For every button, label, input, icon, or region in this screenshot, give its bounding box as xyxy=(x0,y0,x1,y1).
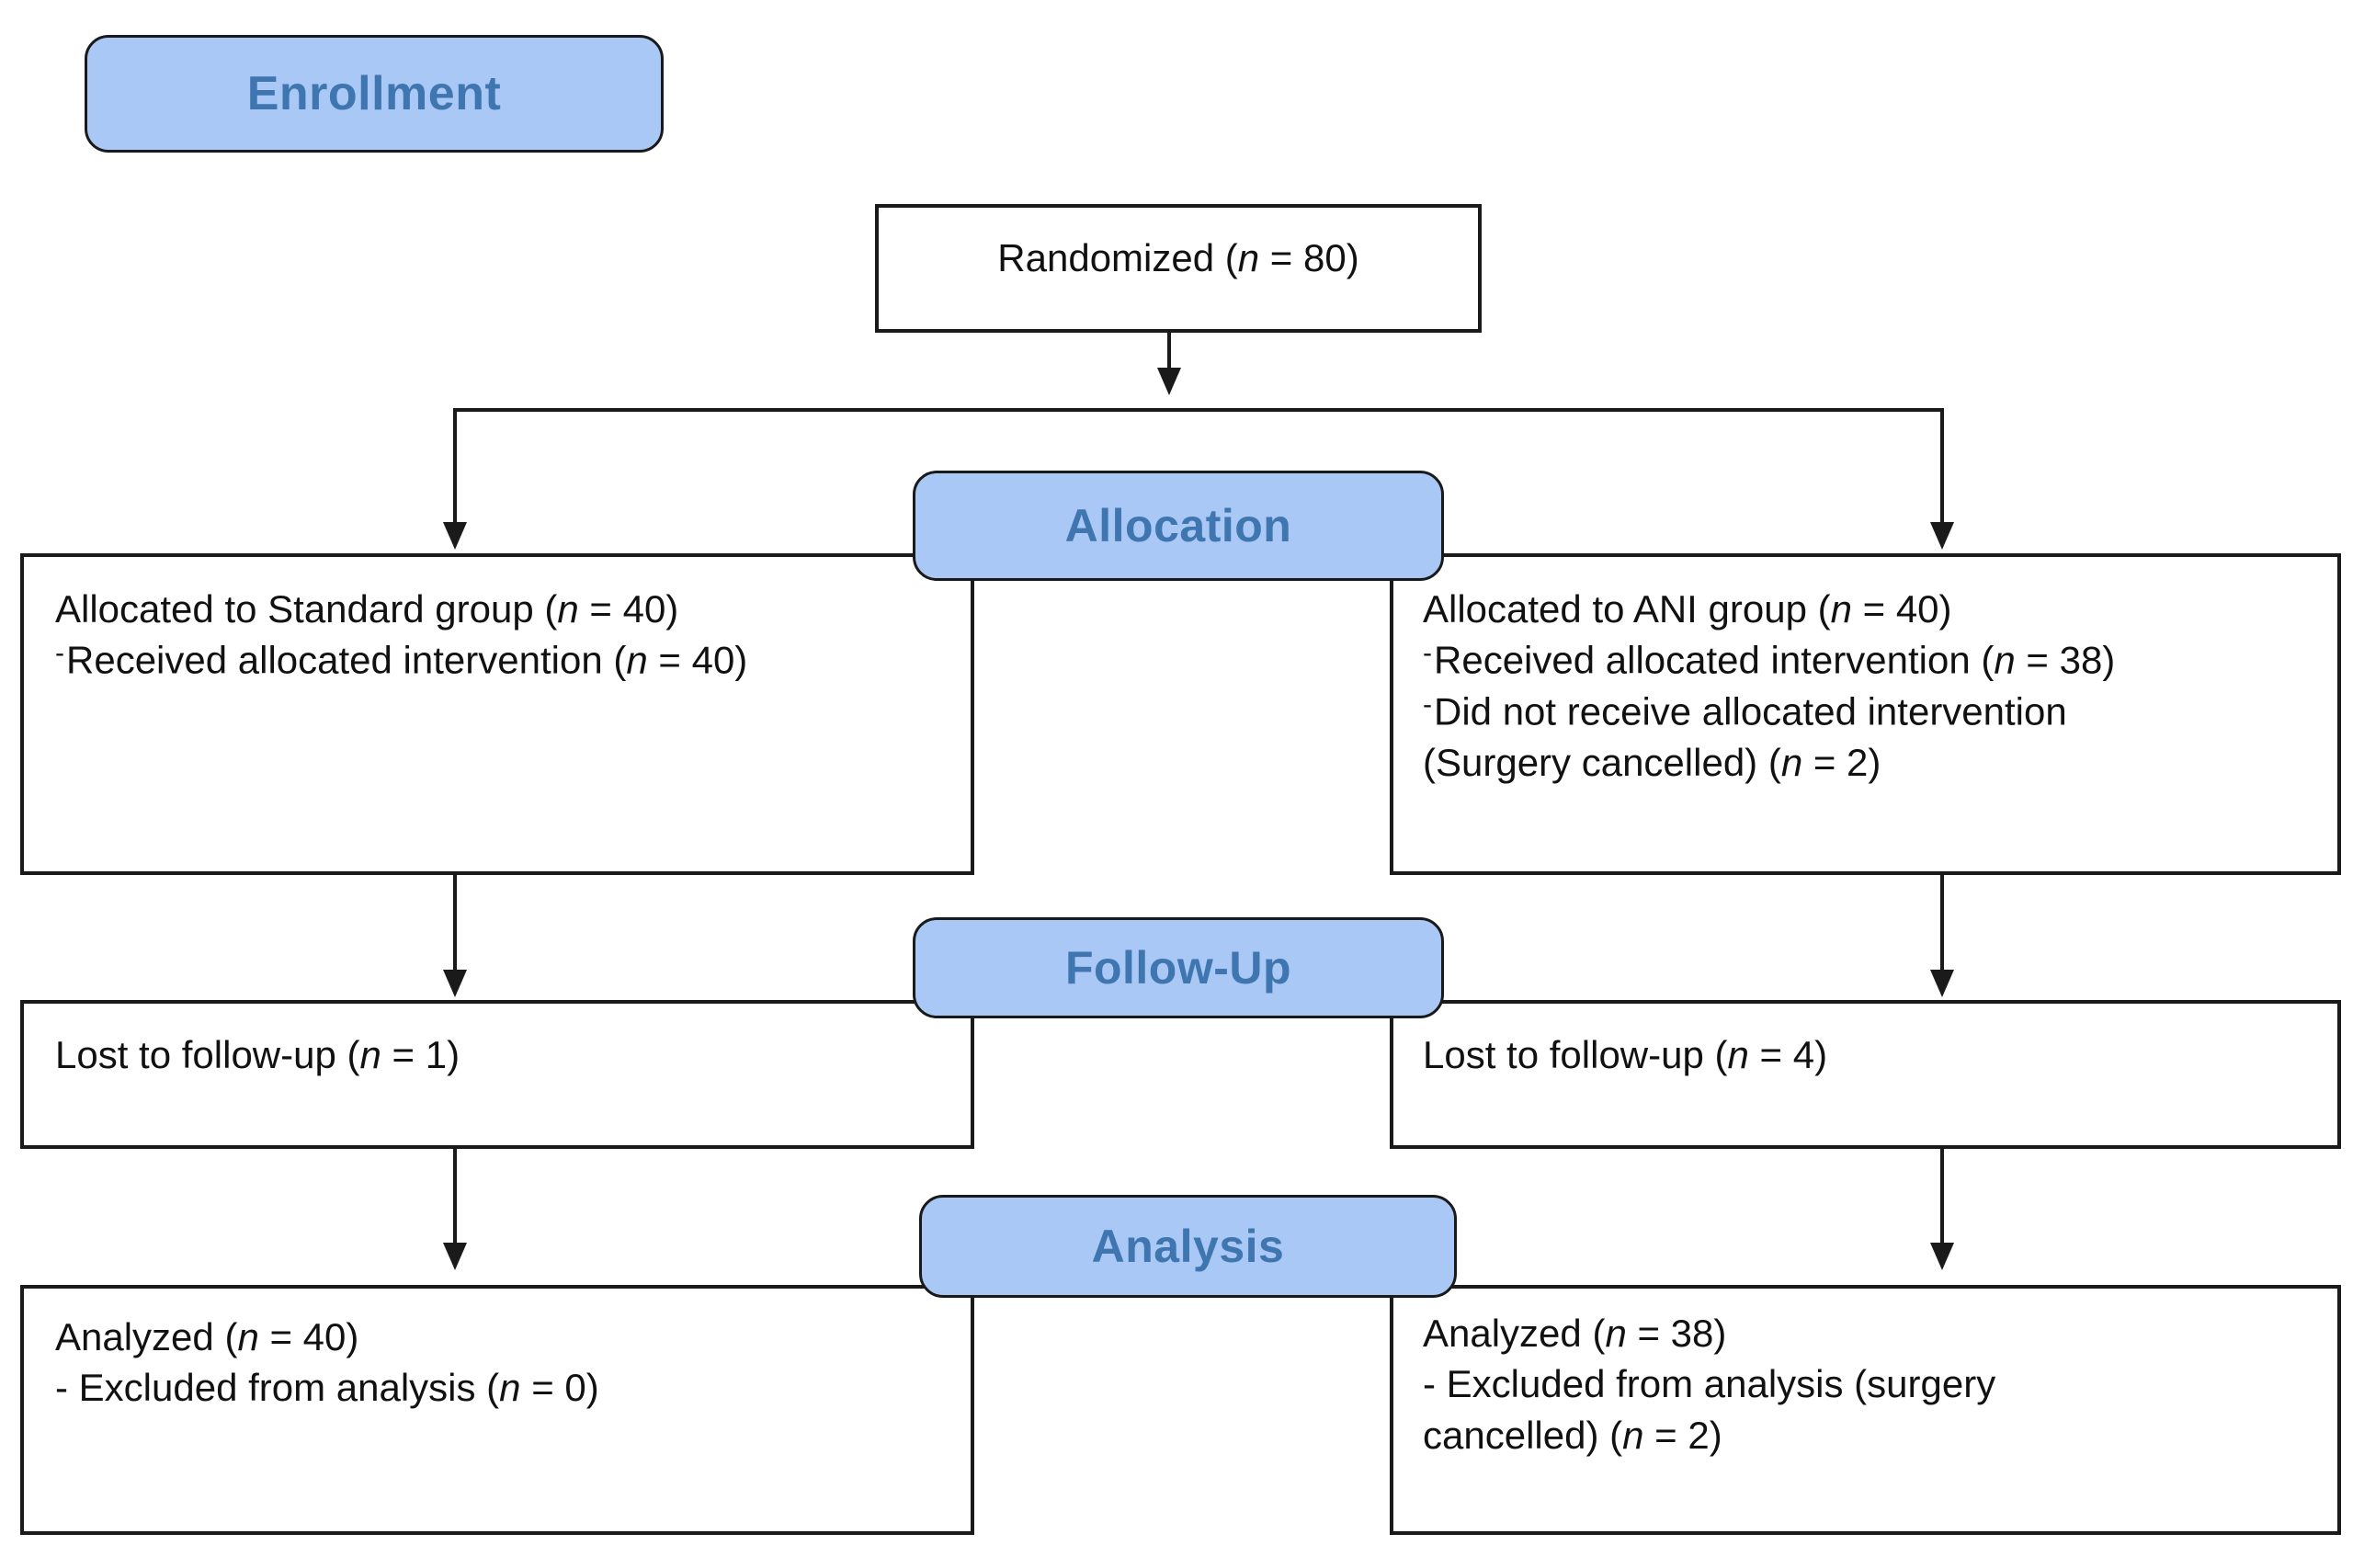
analysis-right-line3-b: = 2) xyxy=(1643,1413,1722,1457)
connector-followup-to-analysis-right xyxy=(1940,1149,1944,1250)
allocation-right-line4: (Surgery cancelled) (n = 2) xyxy=(1423,742,2115,783)
followup-left-text: Lost to follow-up (n = 1) xyxy=(55,1034,460,1085)
stage-label-followup: Follow-Up xyxy=(913,917,1444,1018)
followup-right-line1-n: n xyxy=(1727,1033,1749,1076)
allocation-left-line2-n: n xyxy=(626,638,648,682)
analysis-right-text: Analyzed (n = 38) - Excluded from analys… xyxy=(1423,1312,1995,1465)
analysis-left-line2-b: = 0) xyxy=(520,1366,599,1410)
arrowhead-allocation-left xyxy=(443,522,467,550)
analysis-right-box xyxy=(1390,1285,2341,1535)
connector-split-right-drop xyxy=(1940,408,1944,528)
analysis-left-line2-n: n xyxy=(499,1366,521,1410)
allocation-left-line1: Allocated to Standard group (n = 40) xyxy=(55,588,747,630)
allocation-right-line4-a: (Surgery cancelled) ( xyxy=(1423,741,1781,785)
randomized-prefix: Randomized ( xyxy=(997,236,1238,279)
followup-left-line1: Lost to follow-up (n = 1) xyxy=(55,1034,460,1075)
analysis-left-line1-b: = 40) xyxy=(258,1315,359,1358)
allocation-left-text: Allocated to Standard group (n = 40) -Re… xyxy=(55,588,747,690)
analysis-left-line1-a: Analyzed ( xyxy=(55,1315,238,1358)
followup-right-text: Lost to follow-up (n = 4) xyxy=(1423,1034,1827,1085)
connector-alloc-to-followup-left xyxy=(453,875,457,976)
stage-label-allocation-text: Allocation xyxy=(1064,500,1292,551)
allocation-right-line1-a: Allocated to ANI group ( xyxy=(1423,587,1831,631)
allocation-right-box xyxy=(1390,553,2341,875)
allocation-right-line2-n: n xyxy=(1994,638,2016,682)
stage-label-followup-text: Follow-Up xyxy=(1064,942,1292,994)
analysis-right-line3: cancelled) (n = 2) xyxy=(1423,1415,1995,1456)
analysis-left-text: Analyzed (n = 40) - Excluded from analys… xyxy=(55,1316,599,1418)
analysis-left-box xyxy=(20,1285,974,1535)
stage-label-enrollment-text: Enrollment xyxy=(246,67,502,120)
followup-right-line1-a: Lost to follow-up ( xyxy=(1423,1033,1728,1076)
allocation-left-line2: -Received allocated intervention (n = 40… xyxy=(55,638,748,682)
analysis-left-line1: Analyzed (n = 40) xyxy=(55,1316,599,1358)
connector-split-bus xyxy=(453,408,1944,412)
analysis-right-line1-b: = 38) xyxy=(1626,1312,1727,1355)
allocation-right-line2-a: Received allocated intervention ( xyxy=(1434,638,1995,682)
bullet-dash-icon: - xyxy=(55,638,64,669)
followup-left-box xyxy=(20,1000,974,1149)
randomized-box xyxy=(875,204,1482,333)
stage-label-enrollment: Enrollment xyxy=(85,35,664,153)
stage-label-analysis: Analysis xyxy=(919,1195,1457,1298)
followup-right-line1: Lost to follow-up (n = 4) xyxy=(1423,1034,1827,1075)
allocation-right-line2: -Received allocated intervention (n = 38… xyxy=(1423,638,2116,682)
analysis-right-line3-a: cancelled) ( xyxy=(1423,1413,1623,1457)
allocation-left-line1-n: n xyxy=(557,587,579,631)
analysis-left-line2-a: - Excluded from analysis ( xyxy=(55,1366,500,1410)
analysis-right-line3-n: n xyxy=(1622,1413,1644,1457)
allocation-right-text: Allocated to ANI group (n = 40) -Receive… xyxy=(1423,588,2115,793)
connector-split-left-drop xyxy=(453,408,457,528)
analysis-left-line1-n: n xyxy=(237,1315,259,1358)
bullet-dash-icon: - xyxy=(1423,689,1432,721)
bullet-dash-icon: - xyxy=(1423,638,1432,669)
connector-followup-to-analysis-left xyxy=(453,1149,457,1250)
analysis-left-line2: - Excluded from analysis (n = 0) xyxy=(55,1367,599,1408)
followup-right-line1-b: = 4) xyxy=(1748,1033,1828,1076)
allocation-left-line2-a: Received allocated intervention ( xyxy=(66,638,627,682)
randomized-text: Randomized (n = 80) xyxy=(875,237,1482,288)
allocation-right-line2-b: = 38) xyxy=(2015,638,2116,682)
arrowhead-analysis-right xyxy=(1930,1243,1954,1270)
arrowhead-allocation-right xyxy=(1930,522,1954,550)
followup-left-line1-n: n xyxy=(359,1033,381,1076)
allocation-right-line1: Allocated to ANI group (n = 40) xyxy=(1423,588,2115,630)
followup-left-line1-a: Lost to follow-up ( xyxy=(55,1033,360,1076)
allocation-left-line2-b: = 40) xyxy=(647,638,748,682)
analysis-right-line1-n: n xyxy=(1605,1312,1627,1355)
connector-alloc-to-followup-right xyxy=(1940,875,1944,976)
analysis-right-line1-a: Analyzed ( xyxy=(1423,1312,1606,1355)
allocation-left-line1-b: = 40) xyxy=(578,587,679,631)
randomized-n-symbol: n xyxy=(1237,236,1260,279)
followup-right-box xyxy=(1390,1000,2341,1149)
arrowhead-analysis-left xyxy=(443,1243,467,1270)
stage-label-allocation: Allocation xyxy=(913,471,1444,581)
connector-randomized-stem xyxy=(1167,333,1171,377)
arrowhead-followup-left xyxy=(443,970,467,997)
stage-label-analysis-text: Analysis xyxy=(1091,1221,1285,1272)
allocation-right-line3-text: Did not receive allocated intervention xyxy=(1434,689,2067,733)
arrowhead-randomized-stem xyxy=(1157,368,1181,395)
allocation-right-line1-n: n xyxy=(1830,587,1852,631)
allocation-right-line1-b: = 40) xyxy=(1851,587,1952,631)
analysis-right-line2: - Excluded from analysis (surgery xyxy=(1423,1363,1995,1404)
arrowhead-followup-right xyxy=(1930,970,1954,997)
allocation-left-line1-a: Allocated to Standard group ( xyxy=(55,587,558,631)
allocation-left-box xyxy=(20,553,974,875)
allocation-right-line4-n: n xyxy=(1780,741,1803,785)
analysis-right-line2-a: - Excluded from analysis (surgery xyxy=(1423,1362,1996,1406)
randomized-value: = 80) xyxy=(1259,236,1359,279)
analysis-right-line1: Analyzed (n = 38) xyxy=(1423,1312,1995,1354)
followup-left-line1-b: = 1) xyxy=(381,1033,460,1076)
allocation-right-line4-b: = 2) xyxy=(1802,741,1881,785)
allocation-right-line3: -Did not receive allocated intervention xyxy=(1423,689,2115,733)
